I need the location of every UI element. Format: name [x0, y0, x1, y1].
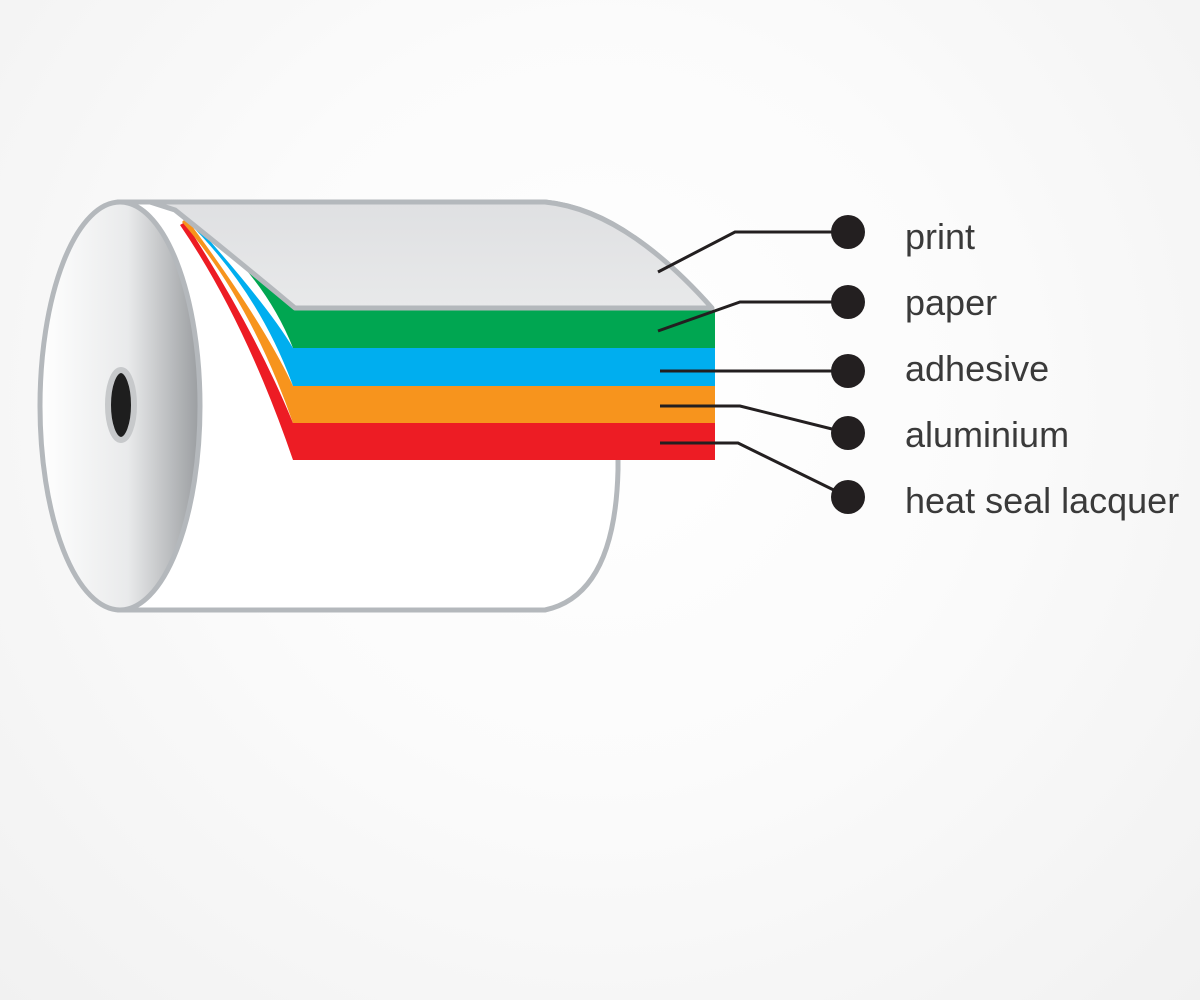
marker-dot-paper — [831, 285, 865, 319]
layer-strip-paper — [186, 210, 715, 348]
layer-strip-heat-seal-lacquer — [180, 222, 715, 460]
leader-line-heat-seal-lacquer — [660, 441, 849, 499]
leader-line-aluminium — [660, 404, 849, 435]
label-aluminium: aluminium — [905, 414, 1069, 455]
label-heat-seal-lacquer: heat seal lacquer — [905, 480, 1179, 521]
label-adhesive: adhesive — [905, 348, 1049, 389]
marker-dot-heat-seal-lacquer — [831, 480, 865, 514]
roll-core-hole — [105, 367, 137, 443]
leader-line-paper — [657, 300, 848, 333]
marker-dot-print — [831, 215, 865, 249]
layer-strip-aluminium — [182, 218, 715, 423]
label-print: print — [905, 216, 975, 257]
marker-dot-adhesive — [831, 354, 865, 388]
label-paper: paper — [905, 282, 997, 323]
leader-line-print — [657, 230, 848, 274]
marker-dot-aluminium — [831, 416, 865, 450]
layer-strip-adhesive — [184, 214, 715, 386]
layer-strip-print — [147, 199, 715, 311]
